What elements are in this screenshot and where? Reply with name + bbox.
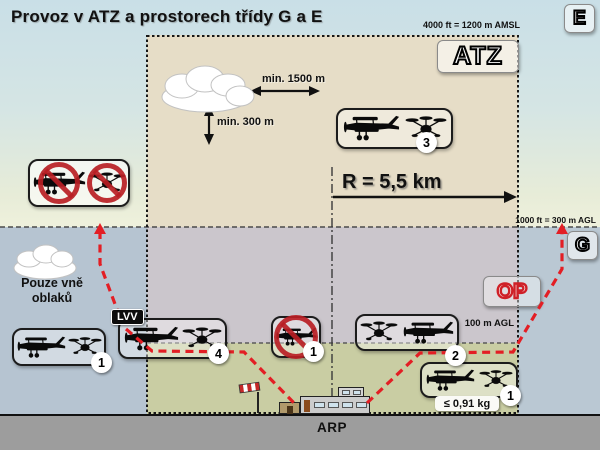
biplane-icon (425, 368, 475, 393)
badge-op: OP (483, 276, 541, 307)
shed-building (279, 402, 300, 414)
weight-limit-tag: ≤ 0,91 kg (435, 396, 499, 411)
badge-class-e: E (564, 4, 595, 33)
page-title: Provoz v ATZ a prostorech třídy G a E (11, 7, 323, 26)
shed-door (287, 406, 293, 414)
badge-atz: ATZ (437, 40, 519, 73)
marker-badge: 3 (416, 132, 437, 153)
ground-band (0, 414, 600, 450)
no-entry-icon (38, 162, 80, 204)
label-100m-agl: 100 m AGL (464, 318, 514, 329)
label-min-300: min. 300 m (217, 116, 274, 128)
no-entry-icon (87, 163, 127, 203)
unit-box-prohibited-zone-e (28, 159, 130, 207)
unit-box-outside-left (12, 328, 106, 366)
lvv-tag: LVV (111, 309, 144, 325)
marker-badge: 1 (91, 352, 112, 373)
biplane-icon (123, 325, 179, 353)
unit-box-inside-right (355, 314, 459, 351)
biplane-icon (402, 320, 454, 346)
label-radius: R = 5,5 km (342, 171, 442, 193)
badge-class-g: G (567, 231, 598, 260)
tower-building (338, 387, 364, 397)
label-amsl-limit: 4000 ft = 1200 m AMSL (423, 20, 520, 30)
label-agl-limit: 1000 ft = 300 m AGL (515, 215, 596, 225)
marker-badge: 1 (303, 341, 324, 362)
biplane-icon (16, 335, 66, 360)
label-outside-clouds: Pouze vně oblaků (21, 276, 83, 305)
drone-icon (360, 320, 398, 345)
label-arp: ARP (316, 420, 347, 435)
building-door (304, 400, 310, 412)
biplane-icon (342, 114, 400, 143)
airport-building (300, 396, 370, 414)
label-min-1500: min. 1500 m (262, 73, 325, 85)
marker-badge: 1 (500, 385, 521, 406)
marker-badge: 2 (445, 345, 466, 366)
marker-badge: 4 (208, 343, 229, 364)
